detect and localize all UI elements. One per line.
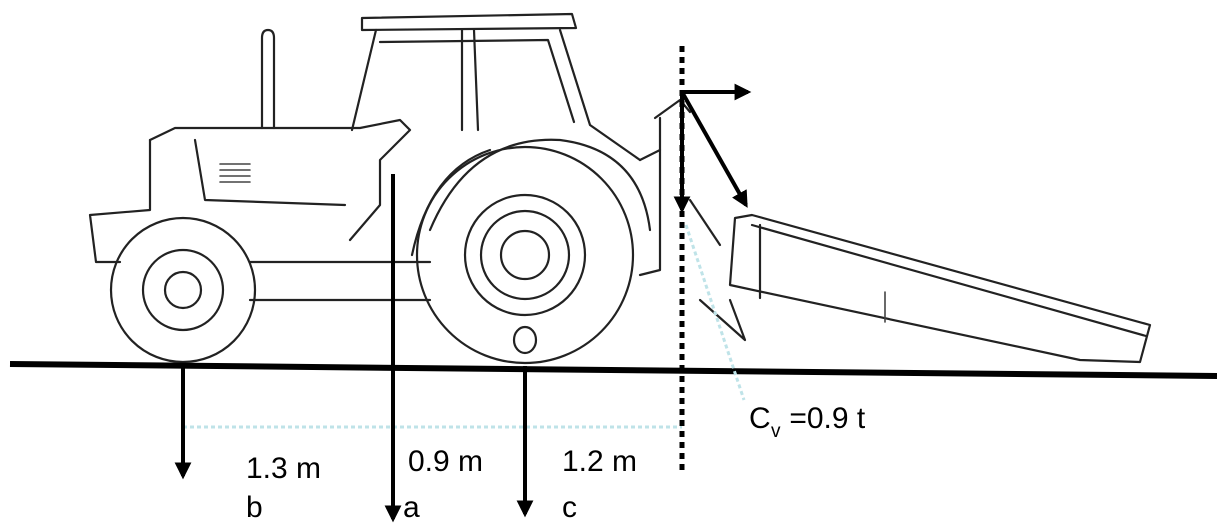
front-wheel bbox=[109, 216, 257, 364]
grille-icon bbox=[219, 163, 251, 183]
load-label-b: b bbox=[246, 491, 263, 524]
hitch-diagonal-arrow bbox=[680, 91, 748, 208]
implement-ramp bbox=[728, 213, 1152, 364]
distance-label-a-to-c: 0.9 m bbox=[408, 445, 483, 478]
implement-load-label: C v =0.9 t bbox=[749, 402, 866, 442]
rear-wheel bbox=[415, 145, 635, 365]
distance-label-rear-to-a: 1.3 m bbox=[246, 452, 321, 485]
implement-load-subscript: v bbox=[771, 421, 781, 442]
implement-load-prefix: C bbox=[749, 402, 771, 435]
implement-load-value: =0.9 t bbox=[781, 402, 866, 435]
distance-label-c-to-hitch: 1.2 m bbox=[562, 445, 637, 478]
load-label-c: c bbox=[562, 491, 577, 524]
tractor-drawing bbox=[88, 12, 1152, 365]
ground-line bbox=[9, 361, 1217, 379]
implement-leader-line bbox=[684, 224, 746, 401]
load-label-a: a bbox=[403, 491, 420, 524]
